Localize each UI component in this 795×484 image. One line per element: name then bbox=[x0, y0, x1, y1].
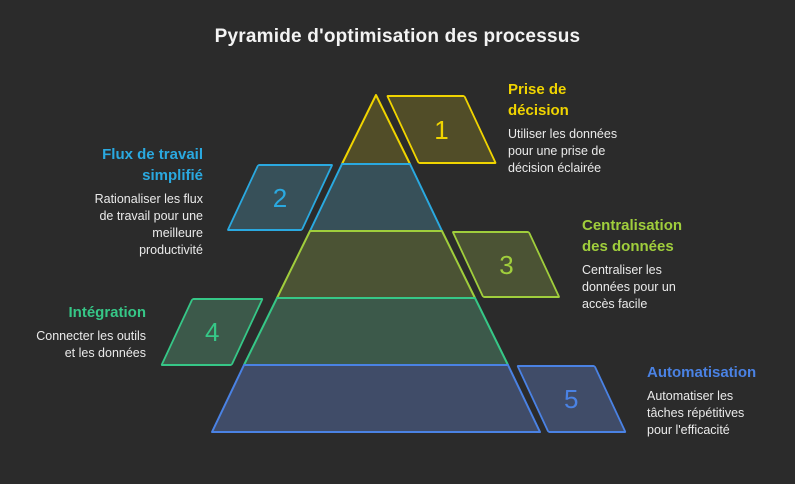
level-label-block-3: Centralisation des données Centraliser l… bbox=[582, 215, 742, 313]
level-heading-4: Intégration bbox=[68, 304, 147, 321]
level-number-1: 1 bbox=[434, 114, 449, 145]
level-label-block-1: Prise de décision Utiliser les données p… bbox=[508, 79, 658, 177]
level-label-block-4: Intégration Connecter les outils et les … bbox=[0, 302, 146, 362]
pyramid-band-3 bbox=[276, 230, 476, 299]
level-number-4: 4 bbox=[204, 317, 220, 347]
level-heading-5: Automatisation bbox=[647, 364, 757, 381]
level-description-3: Centraliser les données pour un accès fa… bbox=[582, 263, 676, 311]
pyramid-band-5 bbox=[211, 364, 541, 433]
pyramid-band-2 bbox=[309, 163, 443, 232]
level-number-2: 2 bbox=[272, 182, 288, 213]
level-number-5: 5 bbox=[564, 384, 579, 414]
pyramid-band-4 bbox=[243, 297, 509, 366]
page-title: Pyramide d'optimisation des processus bbox=[214, 26, 581, 47]
level-label-block-5: Automatisation Automatiser les tâches ré… bbox=[647, 362, 795, 439]
level-heading-2: Flux de travail simplifié bbox=[102, 146, 203, 184]
level-description-4: Connecter les outils et les données bbox=[36, 329, 146, 360]
level-heading-3: Centralisation des données bbox=[582, 217, 683, 255]
level-description-5: Automatiser les tâches répétitives pour … bbox=[647, 389, 745, 437]
level-heading-1: Prise de décision bbox=[508, 81, 569, 119]
level-description-1: Utiliser les données pour une prise de d… bbox=[508, 127, 618, 175]
level-label-block-2: Flux de travail simplifié Rationaliser l… bbox=[43, 144, 203, 259]
level-description-2: Rationaliser les flux de travail pour un… bbox=[94, 192, 203, 257]
level-number-3: 3 bbox=[498, 249, 514, 280]
